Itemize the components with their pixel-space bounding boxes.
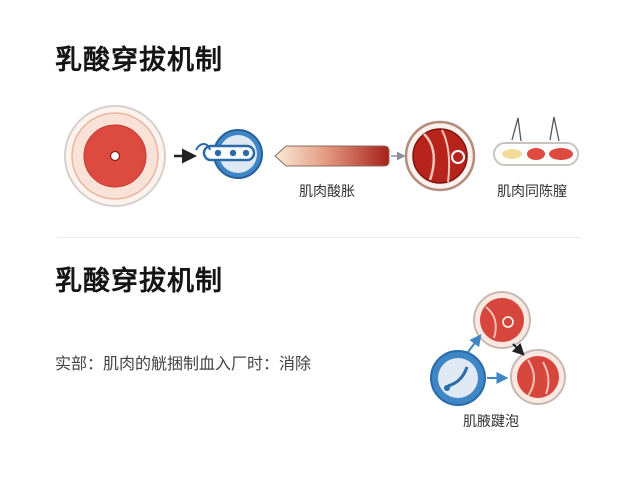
cycle-top-cell-icon [473,291,531,349]
label-bar: 肌肉酸胀 [299,184,355,200]
section-divider [58,237,580,238]
title-top: 乳酸穿拔机制 [55,45,223,76]
muscle-cell-icon [64,105,166,207]
lactate-bar-icon [274,145,390,167]
cycle-arrow-down-icon [511,342,525,356]
muscle-fiber-icon [404,120,476,192]
cycle-arrow-up-icon [467,334,482,353]
title-bottom: 乳酸穿拔机制 [55,266,223,297]
label-capsule: 肌肉同陈膣 [497,184,567,200]
cycle-right-cell-icon [510,349,566,405]
capsule-icon [493,116,579,166]
description-text: 实部：肌肉的觥捆制血入厂时：消除 [55,354,312,373]
transporter-cell-icon [195,129,263,179]
label-cycle: 肌腋踺泡 [463,414,519,430]
cycle-left-cell-icon [430,350,486,406]
